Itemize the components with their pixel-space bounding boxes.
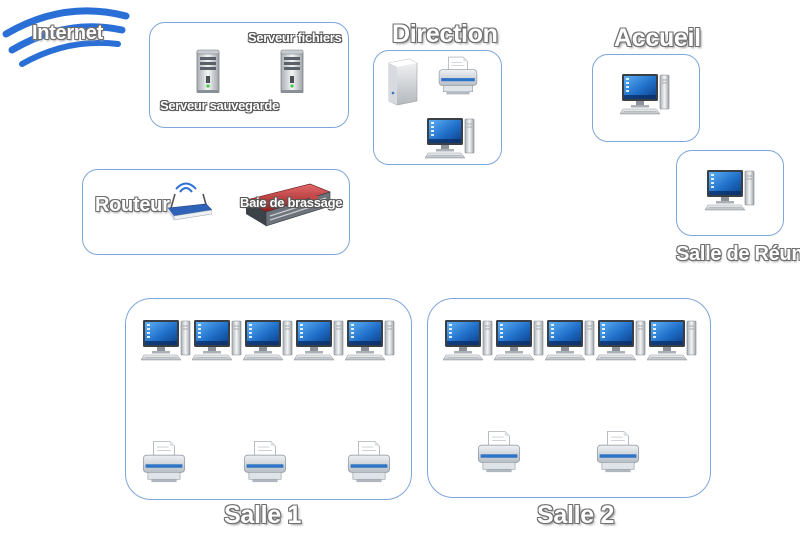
salle-reunion-label: Salle de Réunion: [676, 243, 800, 265]
backup-server-icon: [194, 49, 222, 95]
direction-label: Direction: [392, 20, 498, 48]
salle1-computer-icon-1: [141, 318, 191, 362]
file-server-label: Serveur fichiers: [248, 30, 342, 45]
salle1-printer-icon-1: [141, 440, 187, 484]
salle2-printer-icon-1: [476, 430, 522, 474]
salle2-computer-icon-1: [443, 318, 493, 362]
patch-panel-label: Baie de brassage: [240, 195, 343, 210]
salle1-label: Salle 1: [224, 501, 302, 529]
internet-wifi-arcs-icon: [2, 7, 130, 67]
salle1-printer-icon-3: [346, 440, 392, 484]
salle-reunion-computer-icon: [705, 168, 755, 212]
salle1-computer-icon-5: [345, 318, 395, 362]
salle2-printer-icon-2: [595, 430, 641, 474]
salle1-computer-icon-2: [192, 318, 242, 362]
internet-label: Internet: [32, 22, 103, 44]
salle2-computer-icon-3: [545, 318, 595, 362]
salle2-computer-icon-4: [596, 318, 646, 362]
salle2-computer-icon-5: [647, 318, 697, 362]
direction-zone: [373, 50, 502, 165]
accueil-label: Accueil: [614, 24, 701, 52]
salle2-computer-icon-2: [494, 318, 544, 362]
router-label: Routeur: [95, 194, 170, 216]
backup-server-label: Serveur sauvegarde: [160, 98, 279, 113]
salle1-computer-icon-3: [243, 318, 293, 362]
wifi-router-icon: [166, 180, 212, 222]
file-server-icon: [278, 49, 306, 95]
server-zone: [149, 22, 349, 128]
direction-computer-icon: [425, 116, 475, 160]
salle1-computer-icon-4: [294, 318, 344, 362]
direction-printer-icon: [437, 56, 479, 96]
salle2-label: Salle 2: [537, 501, 615, 529]
accueil-computer-icon: [620, 72, 670, 116]
salle1-printer-icon-2: [242, 440, 288, 484]
nas-storage-icon: [387, 57, 419, 107]
